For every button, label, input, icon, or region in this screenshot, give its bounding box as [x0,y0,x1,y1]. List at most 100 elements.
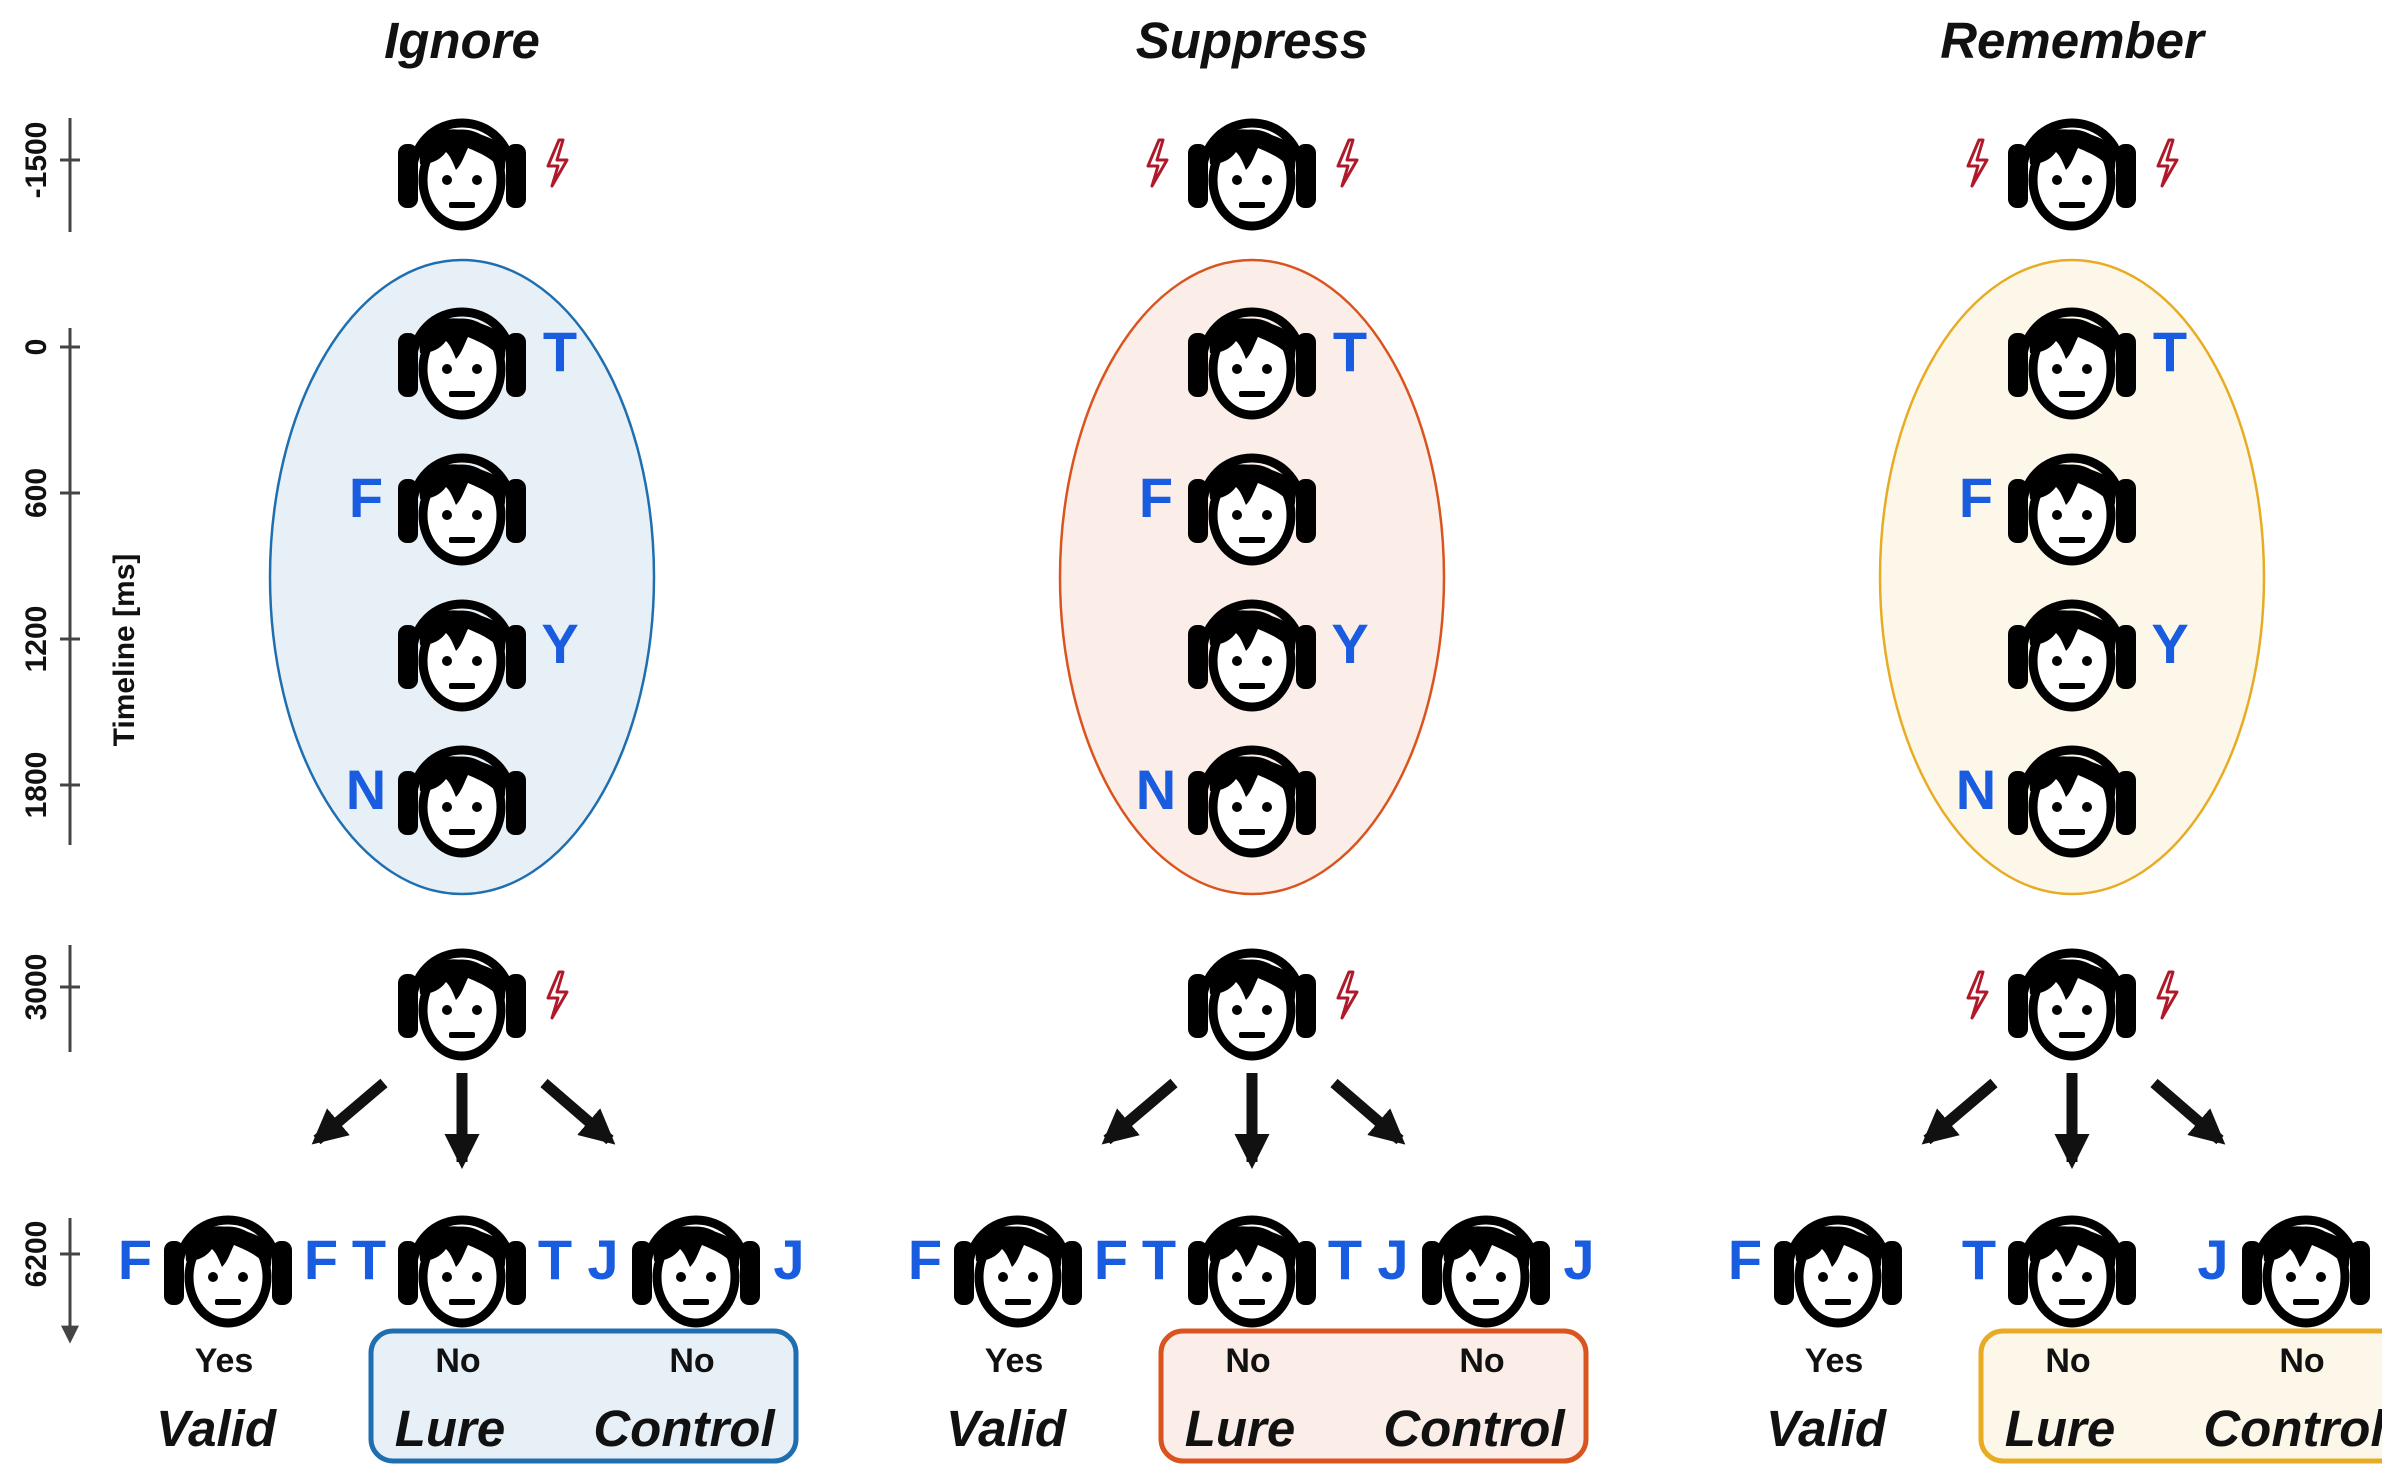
probe-head-icon [398,1220,526,1323]
probe-letter: F [1094,1228,1128,1291]
probe-letter: T [538,1228,572,1291]
retention-head-icon [2008,953,2136,1056]
timeline-tick-label: 1800 [20,752,53,819]
probe-outcome: Lure [2005,1400,2116,1457]
probe-response: No [435,1342,480,1380]
timeline-tick-label: 6200 [20,1221,53,1288]
timeline-tick-label: -1500 [20,122,53,199]
no-response-box [368,1328,799,1464]
sequence-letter: N [1956,758,1996,821]
probe-head-icon [1422,1220,1550,1323]
sequence-letter: T [543,320,577,383]
probe-head-icon [2242,1220,2370,1323]
cue-head-icon [398,123,526,226]
sequence-letter: Y [541,612,578,675]
timeline-tick-label: 600 [20,468,53,518]
retention-head-icon [398,953,526,1056]
probe-response: No [669,1342,714,1380]
sequence-letter: Y [1331,612,1368,675]
probe-response: No [1225,1342,1270,1380]
probe-letter: T [1142,1228,1176,1291]
shock-bolt-icon [1336,970,1359,1020]
timeline-tick-label: 0 [20,339,53,356]
timeline-tick-label: 3000 [20,954,53,1021]
sequence-letter: N [1136,758,1176,821]
timeline-tick-label: 1200 [20,606,53,673]
condition-title: Ignore [384,12,540,69]
probe-outcome: Lure [1185,1400,1296,1457]
cue-head-icon [1188,123,1316,226]
probe-response: Yes [985,1342,1044,1380]
shock-bolt-icon [1146,138,1169,188]
probe-head-icon [164,1220,292,1323]
condition-title: Remember [1940,12,2207,69]
probe-letter: J [773,1228,804,1291]
probe-response: No [1459,1342,1504,1380]
branch-arrow [1330,1078,1406,1145]
sequence-letter: T [1333,320,1367,383]
cue-head-icon [2008,123,2136,226]
probe-letter: F [1728,1228,1762,1291]
timeline-title: Timeline [ms] [108,554,141,747]
probe-head-icon [632,1220,760,1323]
probe-letter: J [587,1228,618,1291]
probe-letter: F [118,1228,152,1291]
probe-letter: T [1328,1228,1362,1291]
probe-outcome: Control [1383,1400,1566,1457]
probe-letter: F [304,1228,338,1291]
shock-bolt-icon [2156,970,2179,1020]
probe-outcome: Valid [946,1400,1068,1457]
probe-outcome: Lure [395,1400,506,1457]
sequence-letter: T [2153,320,2187,383]
probe-letter: T [1962,1228,1996,1291]
probe-head-icon [954,1220,1082,1323]
encoding-ellipse [1058,258,1446,896]
shock-bolt-icon [1336,138,1359,188]
probe-head-icon [1188,1220,1316,1323]
timeline-axis: -1500 0 600 1200 1800 3000 6200 Timeline [ms] [20,118,141,1344]
probe-letter: T [352,1228,386,1291]
probe-letter: J [2197,1228,2228,1291]
probe-response: Yes [195,1342,254,1380]
shock-bolt-icon [546,138,569,188]
encoding-ellipse [1878,258,2266,896]
sequence-letter: F [1139,466,1173,529]
sequence-letter: F [1959,466,1993,529]
shock-bolt-icon [1966,138,1989,188]
sequence-letter: N [346,758,386,821]
sequence-letter: F [349,466,383,529]
branch-arrow [311,1078,388,1145]
probe-outcome: Control [593,1400,776,1457]
probe-head-icon [1774,1220,1902,1323]
encoding-ellipse [268,258,656,896]
branch-arrow [540,1078,616,1145]
probe-response: No [2045,1342,2090,1380]
probe-response: No [2279,1342,2324,1380]
probe-outcome: Valid [156,1400,278,1457]
probe-outcome: Control [2203,1400,2382,1457]
probe-letter: J [1563,1228,1594,1291]
branch-arrow [1921,1078,1998,1145]
branch-arrow [1101,1078,1178,1145]
probe-outcome: Valid [1766,1400,1888,1457]
retention-head-icon [1188,953,1316,1056]
probe-letter: F [908,1228,942,1291]
shock-bolt-icon [1966,970,1989,1020]
shock-bolt-icon [546,970,569,1020]
no-response-box [1158,1328,1589,1464]
